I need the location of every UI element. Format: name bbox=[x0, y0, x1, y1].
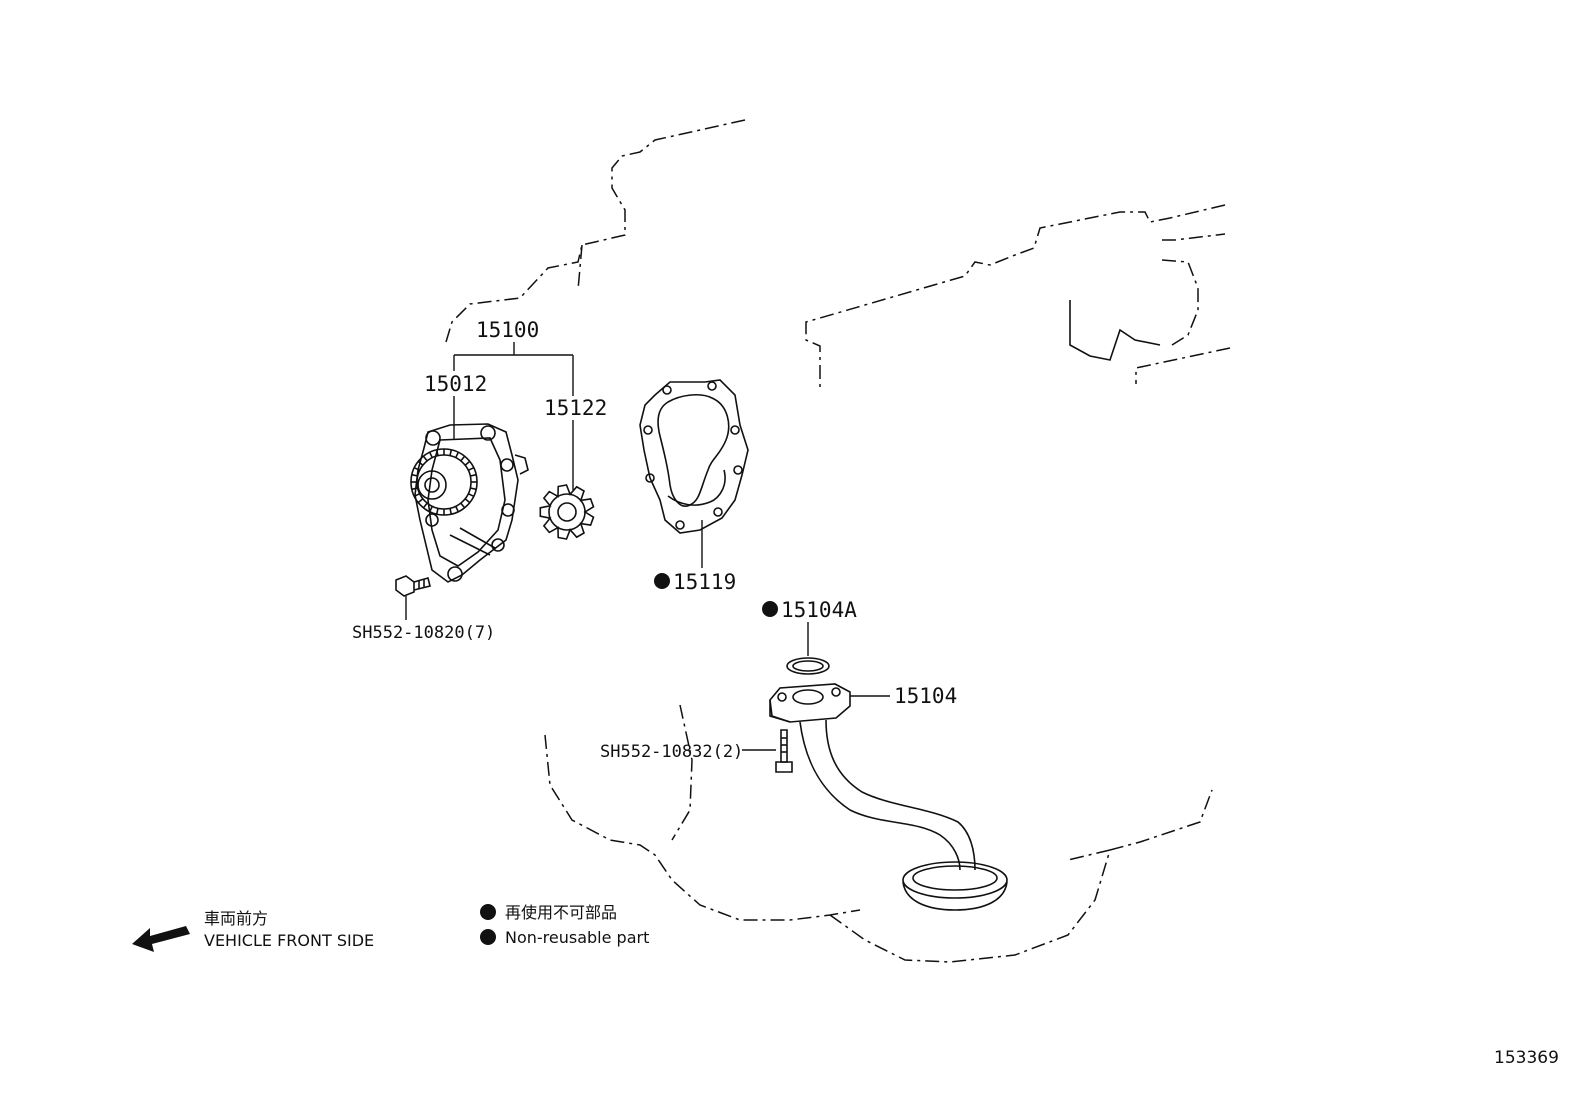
oil-strainer-icon bbox=[769, 683, 1008, 911]
filled-circle-icon bbox=[480, 929, 496, 945]
leader-lines bbox=[405, 342, 890, 751]
part-label-15100: 15100 bbox=[476, 318, 539, 342]
part-label-15104A: 15104A bbox=[781, 598, 857, 622]
pump-gasket-icon bbox=[639, 379, 749, 534]
illustration-reference-number: 153369 bbox=[1494, 1048, 1559, 1068]
o-ring-icon bbox=[786, 657, 830, 675]
part-label-bolt-strainer: SH552-10832(2) bbox=[600, 742, 743, 762]
pump-rotor-icon bbox=[539, 484, 595, 540]
nonreusable-ja: 再使用不可部品 bbox=[505, 903, 617, 922]
legend: 車両前方 VEHICLE FRONT SIDE 再使用不可部品 Non-reus… bbox=[132, 903, 649, 952]
arrow-left-icon bbox=[132, 926, 190, 952]
engine-outline bbox=[445, 119, 1231, 963]
part-label-15104: 15104 bbox=[894, 684, 957, 708]
front-direction-ja: 車両前方 bbox=[204, 909, 268, 928]
oil-pump-body-icon bbox=[410, 423, 529, 583]
part-label-15012: 15012 bbox=[424, 372, 487, 396]
nonreusable-marker-icon bbox=[762, 601, 778, 617]
filled-circle-icon bbox=[480, 904, 496, 920]
part-label-bolt-pump: SH552-10820(7) bbox=[352, 623, 495, 643]
part-label-15122: 15122 bbox=[544, 396, 607, 420]
pump-bolt-icon bbox=[395, 575, 431, 597]
nonreusable-marker-icon bbox=[654, 573, 670, 589]
part-label-15119: 15119 bbox=[673, 570, 736, 594]
nonreusable-en: Non-reusable part bbox=[505, 928, 649, 947]
front-direction-en: VEHICLE FRONT SIDE bbox=[204, 931, 374, 950]
strainer-bolt-icon bbox=[775, 729, 793, 773]
